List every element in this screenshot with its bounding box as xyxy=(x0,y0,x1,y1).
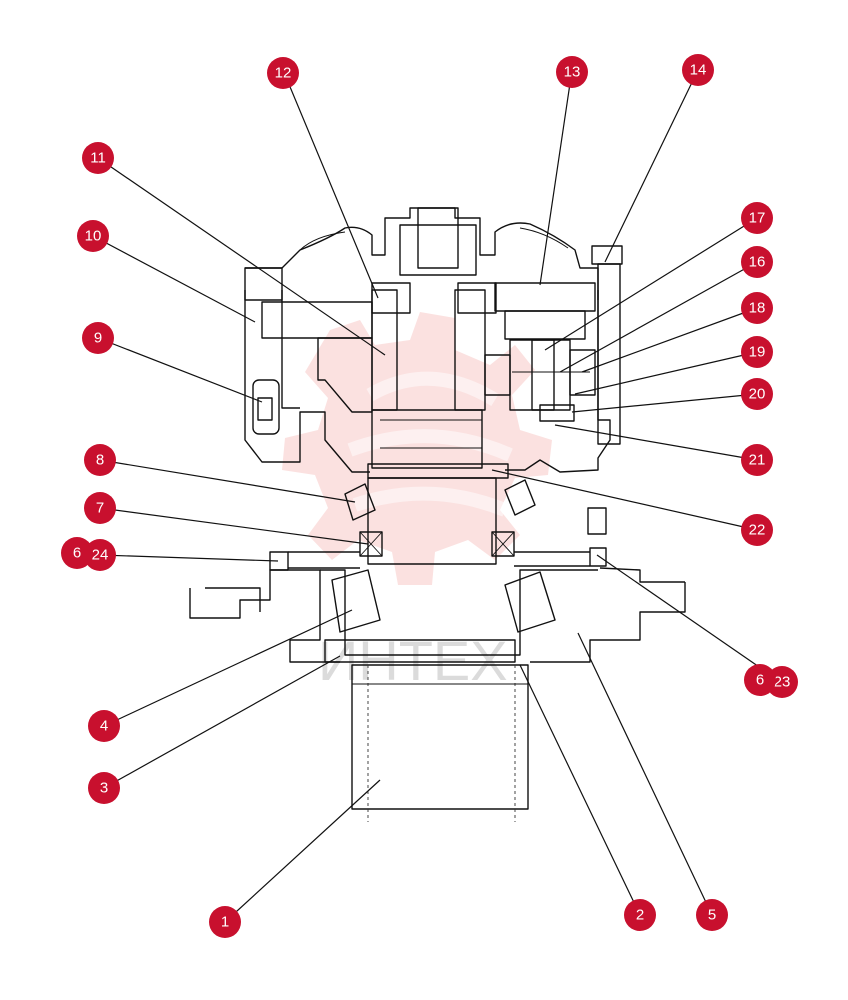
callout-12: 12 xyxy=(267,57,299,89)
callout-24: 24 xyxy=(84,539,116,571)
callout-label: 20 xyxy=(749,386,766,403)
callout-19: 19 xyxy=(741,336,773,368)
callout-label: 8 xyxy=(96,452,104,469)
callout-16: 16 xyxy=(741,246,773,278)
watermark-logo xyxy=(282,312,552,585)
callout-18: 18 xyxy=(741,292,773,324)
callout-label: 24 xyxy=(92,547,109,564)
callout-14: 14 xyxy=(682,54,714,86)
callout-label: 17 xyxy=(749,210,766,227)
callout-label: 10 xyxy=(85,228,102,245)
callout-1: 1 xyxy=(209,906,241,938)
watermark-text: ИНТЕХ xyxy=(318,629,508,692)
leader-lines xyxy=(92,69,779,923)
callout-22: 22 xyxy=(741,514,773,546)
callout-6-left: 6 xyxy=(61,537,93,569)
callout-7: 7 xyxy=(84,492,116,524)
callout-label: 14 xyxy=(690,62,707,79)
callout-2: 2 xyxy=(624,899,656,931)
callout-10: 10 xyxy=(77,220,109,252)
callout-6-right: 6 xyxy=(744,664,776,696)
callout-label: 22 xyxy=(749,522,766,539)
callout-label: 3 xyxy=(100,780,108,797)
callout-label: 4 xyxy=(100,718,108,735)
assembly-drawing xyxy=(189,207,686,822)
callout-label: 21 xyxy=(749,452,766,469)
callout-label: 13 xyxy=(564,64,581,81)
callout-label: 16 xyxy=(749,254,766,271)
callout-20: 20 xyxy=(741,378,773,410)
callout-label: 23 xyxy=(774,674,791,691)
callout-label: 12 xyxy=(275,65,292,82)
callout-21: 21 xyxy=(741,444,773,476)
callout-4: 4 xyxy=(88,710,120,742)
callout-label: 2 xyxy=(636,907,644,924)
callout-17: 17 xyxy=(741,202,773,234)
callout-label: 9 xyxy=(94,330,102,347)
callouts: 12 13 14 11 10 9 17 16 18 19 20 21 22 8 … xyxy=(61,54,798,938)
callout-13: 13 xyxy=(556,56,588,88)
callout-3: 3 xyxy=(88,772,120,804)
callout-label: 6 xyxy=(756,672,764,689)
callout-label: 7 xyxy=(96,500,104,517)
callout-9: 9 xyxy=(82,322,114,354)
callout-8: 8 xyxy=(84,444,116,476)
callout-label: 19 xyxy=(749,344,766,361)
callout-label: 11 xyxy=(90,150,106,167)
callout-label: 6 xyxy=(73,545,81,562)
callout-5: 5 xyxy=(696,899,728,931)
callout-label: 18 xyxy=(749,300,766,317)
callout-11: 11 xyxy=(82,142,114,174)
callout-label: 5 xyxy=(708,907,716,924)
callout-label: 1 xyxy=(221,914,229,931)
